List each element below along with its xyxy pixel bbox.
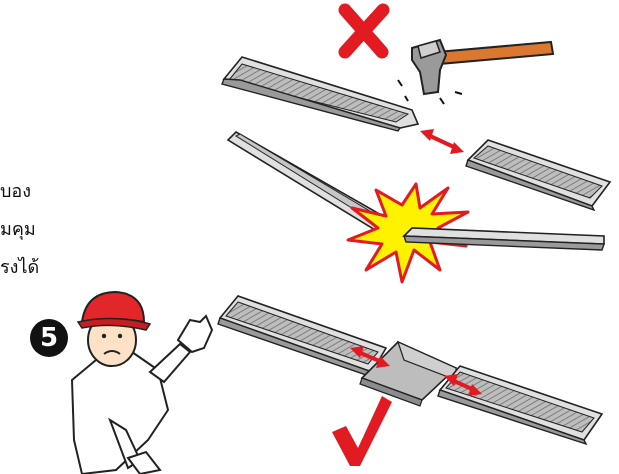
correct-check-icon [332,396,392,466]
rail-bottom-left [218,296,386,377]
hammer-icon [398,40,553,104]
wrong-cross-icon [345,10,383,52]
rail-top-left [222,57,418,131]
worker-figure [72,292,212,474]
rail-top-right [466,140,610,210]
rail-bottom-right [438,366,602,444]
double-arrow-icon [420,129,464,154]
step-number-badge: 5 [30,319,68,357]
rail-middle-right [404,228,604,250]
